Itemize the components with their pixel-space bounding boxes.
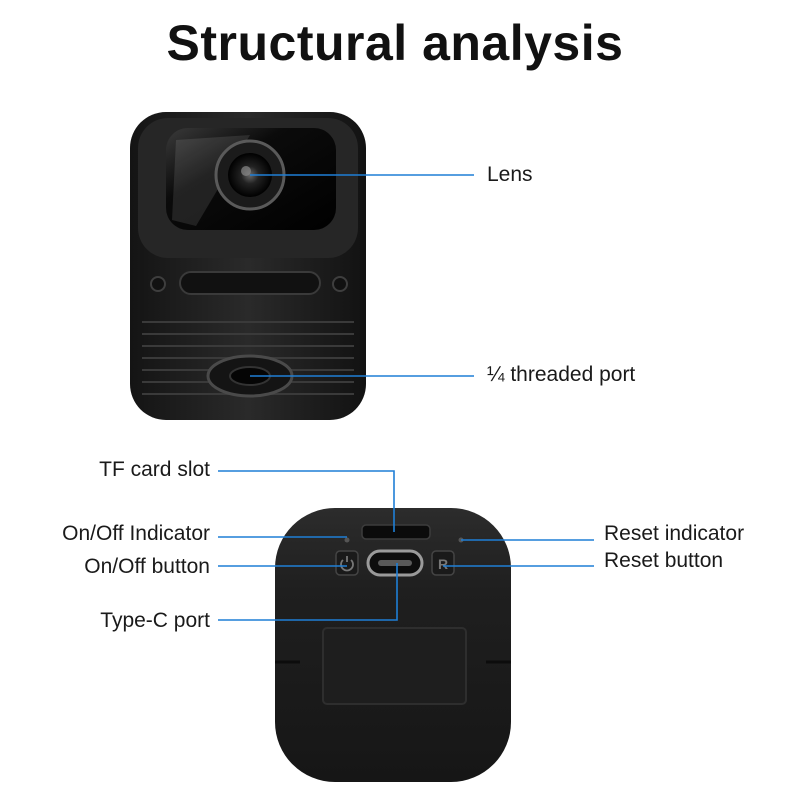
tf-card-slot-icon bbox=[361, 524, 431, 540]
label-tf-card-slot: TF card slot bbox=[99, 458, 210, 481]
camera-back-view: R bbox=[275, 508, 511, 782]
label-threaded-port: ¼ threaded port bbox=[487, 363, 636, 386]
leader-type-c-port bbox=[218, 563, 398, 621]
label-type-c-port: Type-C port bbox=[100, 609, 210, 632]
lens-highlight bbox=[241, 166, 251, 176]
label-onoff-indicator: On/Off Indicator bbox=[62, 522, 210, 545]
reset-button-icon bbox=[431, 550, 455, 576]
label-reset-button: Reset button bbox=[604, 549, 724, 572]
screw-right-icon bbox=[332, 276, 348, 292]
label-lens: Lens bbox=[487, 163, 533, 186]
label-onoff-button: On/Off button bbox=[84, 555, 210, 578]
back-label-panel bbox=[322, 627, 467, 705]
leader-tf-card-slot bbox=[218, 470, 395, 532]
onoff-button-icon bbox=[335, 550, 359, 576]
type-c-port-inner bbox=[378, 560, 412, 566]
reset-button-glyph: R bbox=[438, 556, 448, 572]
front-slot-strip bbox=[179, 271, 321, 295]
label-reset-indicator: Reset indicator bbox=[604, 522, 745, 545]
camera-front-view bbox=[130, 112, 366, 420]
leader-lines bbox=[218, 174, 594, 621]
onoff-indicator-icon bbox=[344, 537, 350, 543]
screw-left-icon bbox=[150, 276, 166, 292]
page-title: Structural analysis bbox=[166, 15, 624, 71]
